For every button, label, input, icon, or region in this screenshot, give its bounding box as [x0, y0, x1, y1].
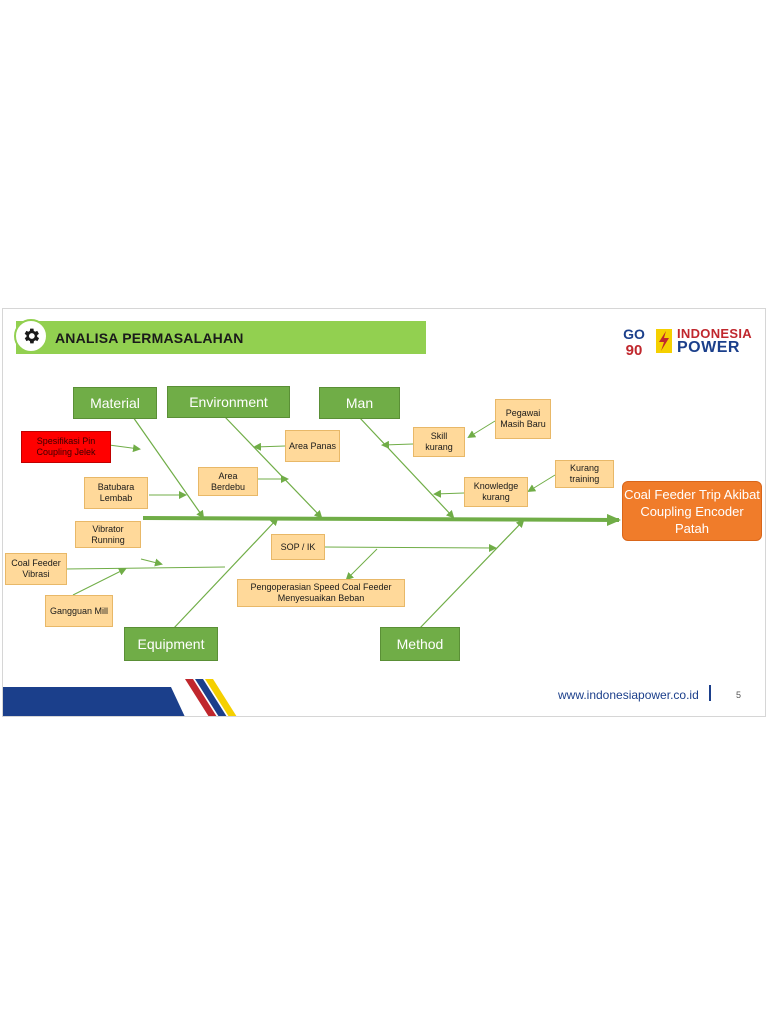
header-bar: [16, 321, 426, 354]
effect-box: Coal Feeder Trip Akibat Coupling Encoder…: [622, 481, 762, 541]
cause-kurang-training: Kurang training: [555, 460, 614, 488]
arrow-skill: [381, 440, 414, 449]
page-title: ANALISA PERMASALAHAN: [55, 330, 244, 346]
cause-knowledge-kurang: Knowledge kurang: [464, 477, 528, 507]
bone-equipment: [172, 517, 279, 630]
bone-material: [132, 416, 205, 519]
arrow-vibrator: [140, 558, 163, 567]
bone-environment: [224, 416, 323, 519]
category-method: Method: [380, 627, 460, 661]
cause-coal-feeder-vibrasi: Coal Feeder Vibrasi: [5, 553, 67, 585]
footer-url[interactable]: www.indonesiapower.co.id: [558, 688, 699, 702]
arrow-area-panas: [253, 442, 286, 451]
category-equipment: Equipment: [124, 627, 218, 661]
go90-logo: GO 90: [620, 325, 648, 359]
logo-text-indonesia: INDONESIA: [677, 326, 752, 341]
cause-pengoperasian: Pengoperasian Speed Coal Feeder Menyesua…: [237, 579, 405, 607]
cause-batubara-lembab: Batubara Lembab: [84, 477, 148, 509]
cause-skill-kurang: Skill kurang: [413, 427, 465, 457]
arrow-pengoperasian: [345, 548, 378, 581]
fishbone-diagram: [64, 416, 621, 630]
arrow-vibrasi-line: [64, 566, 226, 570]
fishbone-spine: [142, 513, 621, 526]
cause-area-panas: Area Panas: [285, 430, 340, 462]
logo-text-power: POWER: [677, 339, 740, 356]
arrow-spesifikasi: [108, 444, 141, 453]
arrow-training: [527, 474, 556, 493]
bone-man: [358, 416, 455, 519]
arrow-knowledge: [433, 489, 465, 498]
category-man: Man: [319, 387, 400, 419]
cause-gangguan-mill: Gangguan Mill: [45, 595, 113, 627]
page-number: 5: [736, 690, 742, 700]
cause-sop-ik: SOP / IK: [271, 534, 325, 560]
lightning-bolt-icon: [656, 329, 672, 353]
category-material: Material: [73, 387, 157, 419]
cause-area-berdebu: Area Berdebu: [198, 467, 258, 496]
gear-icon: [14, 319, 48, 353]
slide: ANALISA PERMASALAHAN GO 90 INDONESIA POW…: [2, 308, 766, 717]
cause-vibrator-running: Vibrator Running: [75, 521, 141, 548]
logo-go-text: GO: [623, 326, 645, 342]
cause-spesifikasi-pin: Spesifikasi Pin Coupling Jelek: [21, 431, 111, 463]
bone-method: [418, 519, 525, 630]
footer-separator: [709, 685, 711, 701]
cause-pegawai-baru: Pegawai Masih Baru: [495, 399, 551, 439]
arrow-sop: [322, 543, 497, 552]
logo-90-text: 90: [626, 342, 643, 357]
arrow-pegawai: [467, 420, 496, 439]
category-environment: Environment: [167, 386, 290, 418]
footer-stripes: [3, 679, 237, 716]
arrow-gangguan: [72, 568, 127, 596]
